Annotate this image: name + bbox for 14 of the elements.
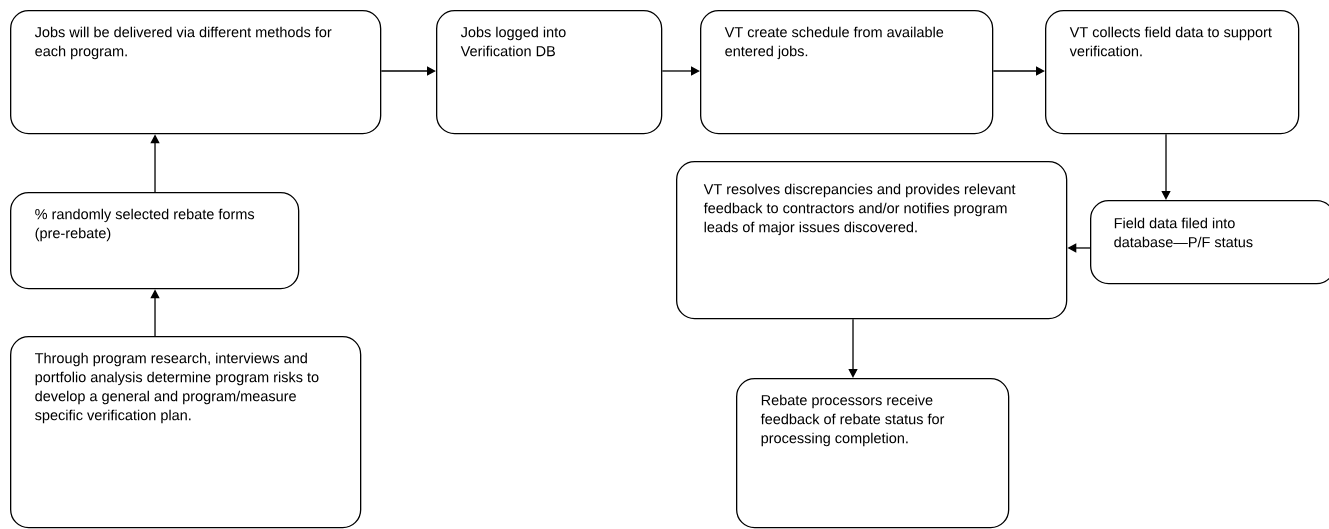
- arrow: [661, 66, 700, 76]
- process-box: Jobs will be delivered via different methods for each program.: [10, 10, 382, 135]
- arrow: [380, 66, 436, 76]
- process-box: Rebate processors receive feedback of rebate status for processing completion.: [736, 378, 1010, 529]
- process-box: VT resolves discrepancies and provides relevant feedback to contractors and/or notifies program leads of major issues discovered.: [676, 161, 1068, 320]
- process-box: Jobs logged into Verification DB: [436, 10, 663, 135]
- arrow: [992, 66, 1045, 76]
- process-box: VT collects field data to support verification.: [1045, 10, 1300, 135]
- process-box: VT create schedule from available entered jobs.: [700, 10, 994, 135]
- arrow: [848, 318, 858, 378]
- arrow: [1161, 133, 1171, 200]
- process-box: % randomly selected rebate forms (pre-rebate): [10, 192, 300, 290]
- process-box: Field data filed into database—P/F status: [1090, 200, 1329, 285]
- process-box: Through program research, interviews and portfolio analysis determine program risks to develop a general and program/measure specific verification plan.: [10, 336, 362, 529]
